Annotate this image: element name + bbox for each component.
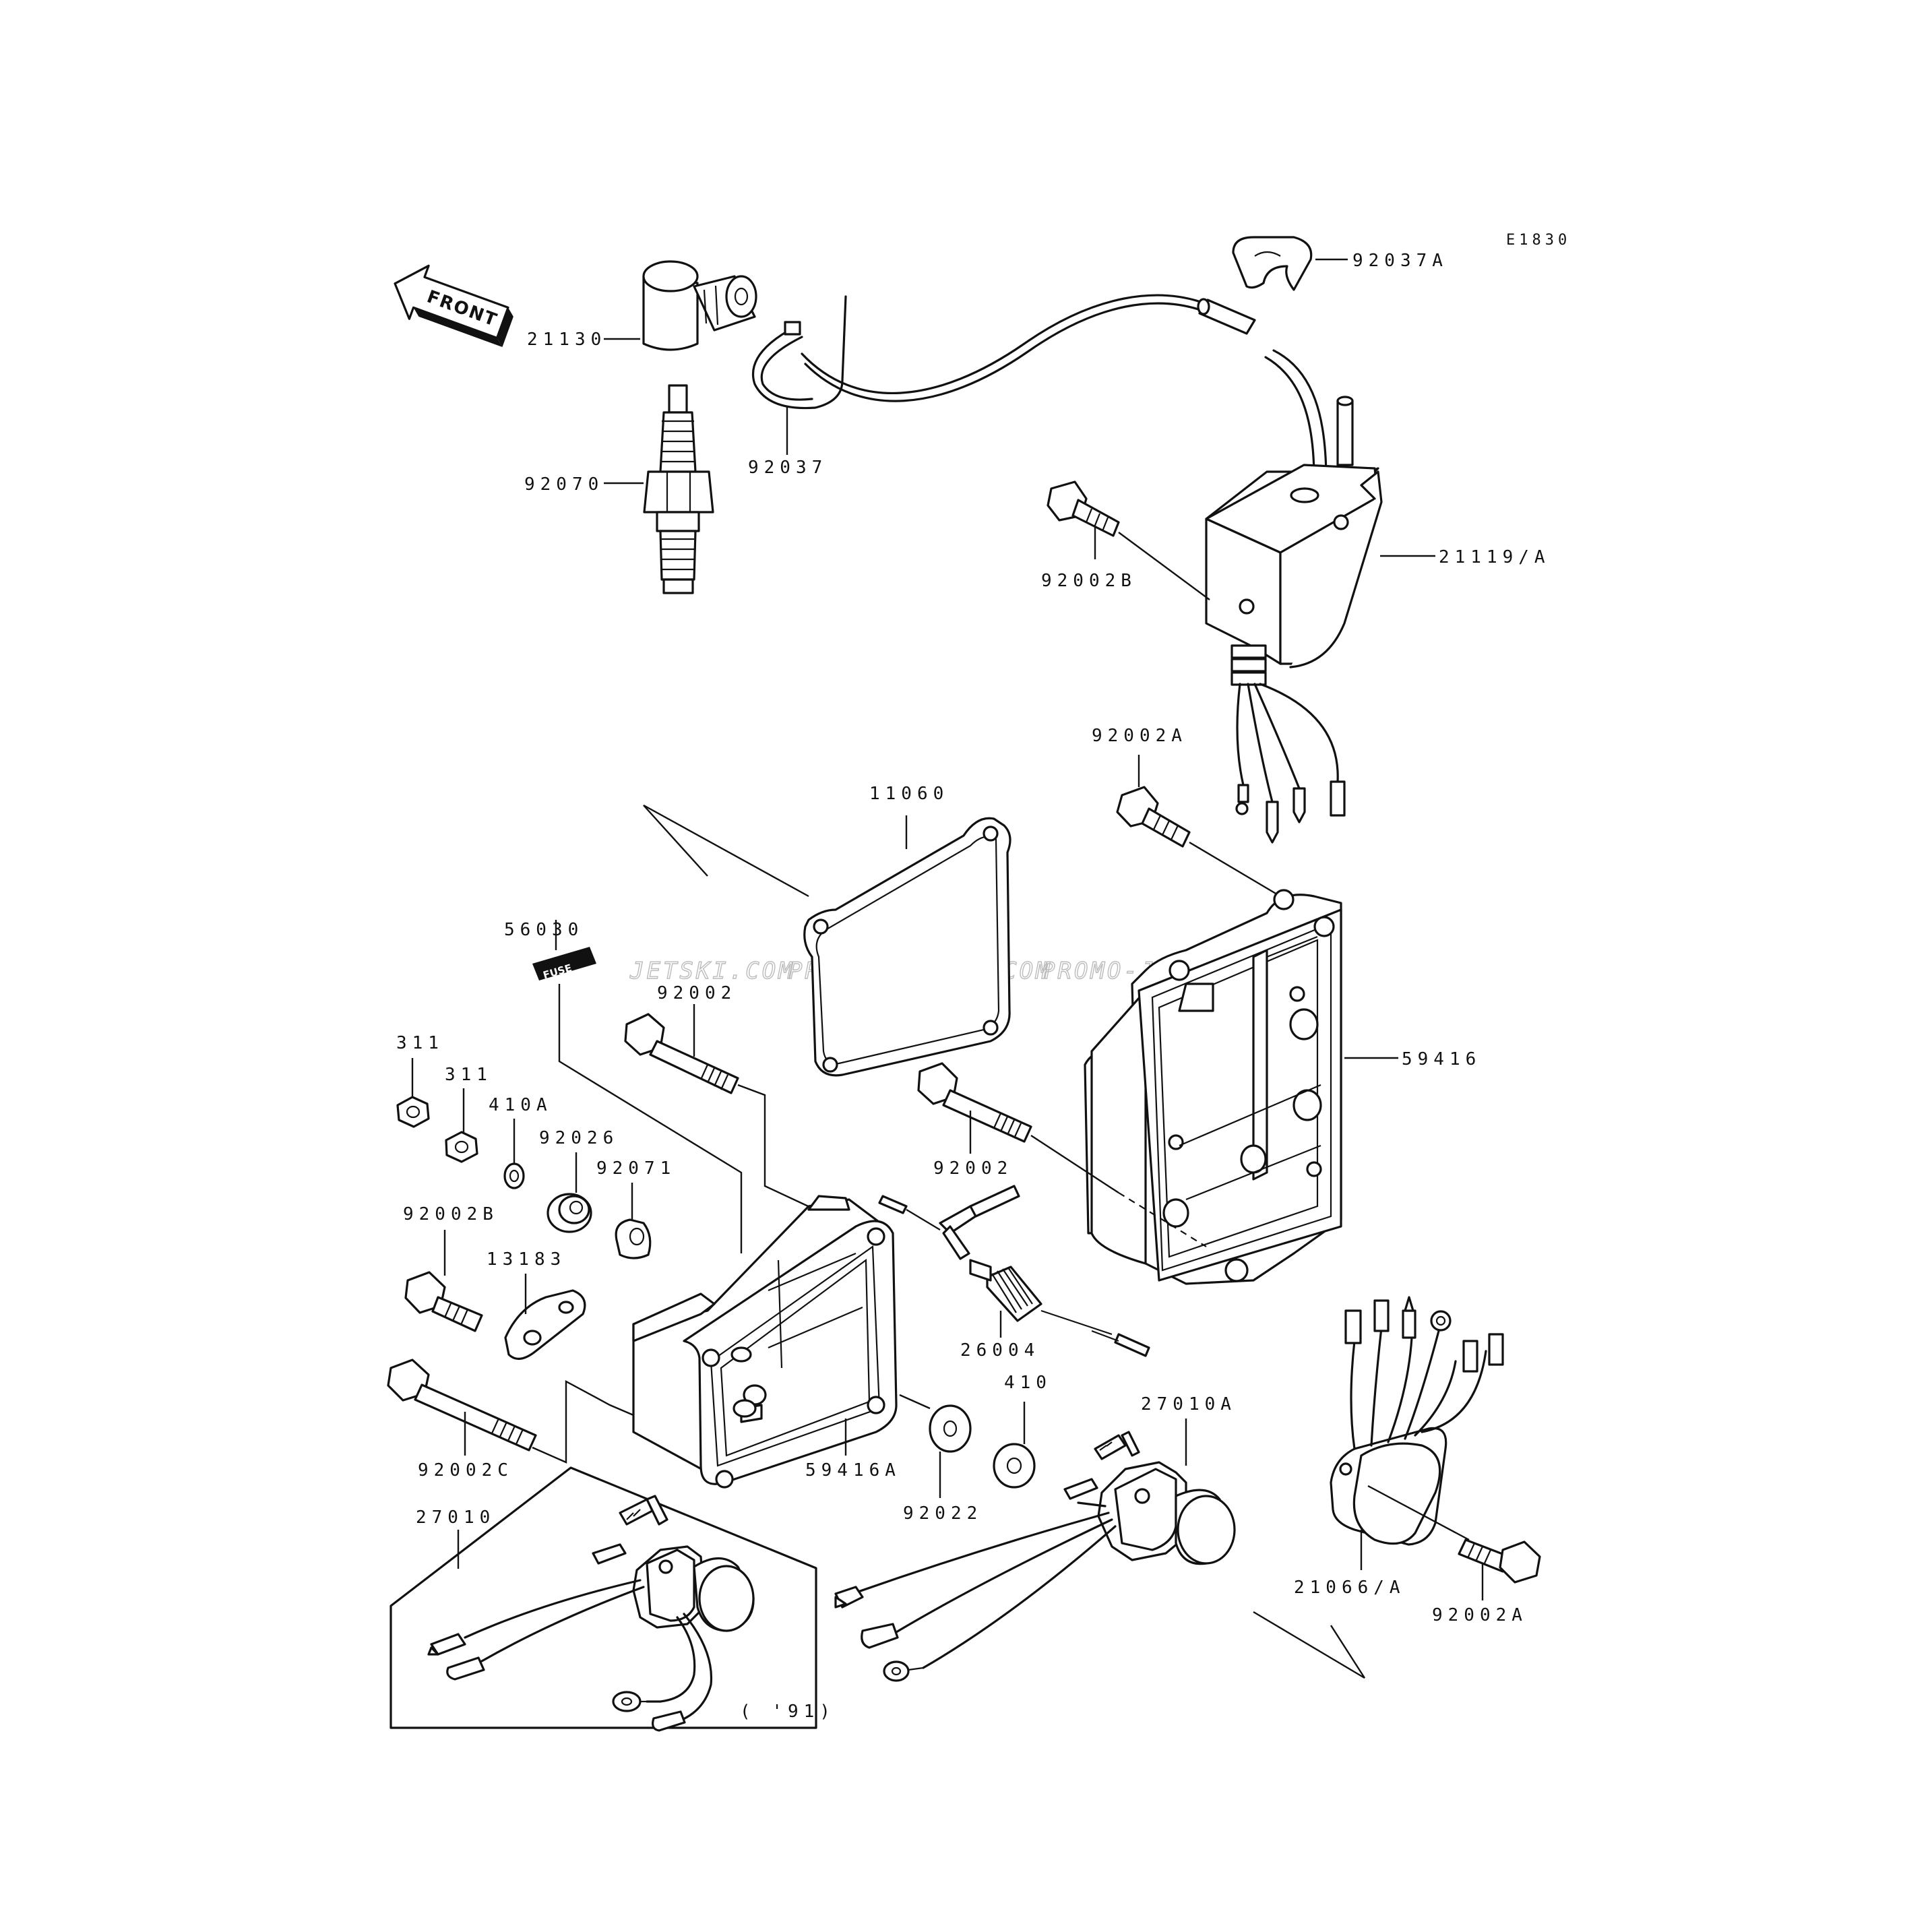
label-92070: 92070 — [524, 474, 604, 495]
fuse-holder — [878, 1185, 1150, 1357]
starter-relay-27010A — [834, 1431, 1236, 1682]
fuse-label: FUSE — [532, 947, 596, 982]
label-92002B-top: 92002B — [1041, 571, 1137, 591]
washer-92022 — [929, 1404, 972, 1453]
inset-note: ( '91) — [740, 1702, 836, 1722]
bolt-92002A-bottom — [1458, 1538, 1541, 1584]
bolt-92002B-left — [404, 1271, 483, 1332]
label-21066A: 21066/A — [1294, 1578, 1406, 1598]
label-11060: 11060 — [869, 784, 949, 804]
front-arrow-icon: FRONT — [394, 264, 513, 347]
bolt-92002-mid — [917, 1062, 1032, 1143]
starter-relay-27010 — [427, 1495, 755, 1732]
bracket-13183 — [504, 1289, 586, 1360]
label-311-a: 311 — [396, 1033, 444, 1053]
label-92002B-left: 92002B — [403, 1204, 499, 1224]
case-gasket — [803, 817, 1011, 1077]
label-410: 410 — [1004, 1373, 1052, 1393]
label-59416A: 59416A — [805, 1460, 901, 1481]
label-92002C: 92002C — [418, 1460, 513, 1481]
clamp-band — [751, 295, 847, 410]
nut-311-a — [396, 1096, 430, 1128]
lead-sleeve — [1197, 298, 1256, 335]
case-cover — [1084, 889, 1342, 1285]
label-92002-mid: 92002 — [933, 1158, 1013, 1179]
bolt-92002B-top — [1047, 480, 1120, 537]
grommet-92026 — [547, 1193, 592, 1233]
label-311-b: 311 — [445, 1065, 493, 1085]
label-27010A: 27010A — [1141, 1394, 1237, 1414]
label-92026: 92026 — [539, 1128, 619, 1148]
bolt-92002-left — [624, 1013, 739, 1094]
case-body — [632, 1195, 898, 1489]
bolt-92002C — [387, 1359, 537, 1452]
wire-clip — [1232, 236, 1313, 291]
inset-box-27010: ( '91) — [389, 1466, 836, 1732]
nut-311-b — [445, 1131, 478, 1163]
diagram-code: E1830 — [1506, 232, 1571, 249]
washer-410 — [993, 1443, 1036, 1489]
bolt-92002A-top — [1116, 786, 1191, 848]
label-13183: 13183 — [487, 1249, 566, 1270]
label-27010: 27010 — [416, 1507, 495, 1528]
washer-410A — [503, 1162, 525, 1189]
label-92037A: 92037A — [1352, 251, 1448, 271]
label-92002A-bottom: 92002A — [1432, 1605, 1528, 1625]
plug-cap — [642, 260, 757, 351]
label-21119A: 21119/A — [1439, 547, 1551, 567]
label-26004: 26004 — [960, 1340, 1040, 1361]
label-92002-left: 92002 — [657, 983, 737, 1003]
label-56030: 56030 — [504, 920, 584, 940]
grommet-92071 — [615, 1218, 652, 1259]
spark-plug — [643, 384, 714, 594]
label-92002A-top: 92002A — [1092, 726, 1187, 746]
watermark-text-1: JETSKI.COM — [629, 958, 795, 985]
regulator — [1330, 1296, 1504, 1546]
label-92037: 92037 — [748, 458, 828, 478]
label-92071: 92071 — [596, 1158, 676, 1179]
ignition-coil — [1205, 396, 1383, 844]
label-21130: 21130 — [527, 330, 606, 350]
label-410A: 410A — [489, 1095, 553, 1115]
label-59416: 59416 — [1402, 1049, 1481, 1069]
label-92022: 92022 — [903, 1503, 983, 1524]
